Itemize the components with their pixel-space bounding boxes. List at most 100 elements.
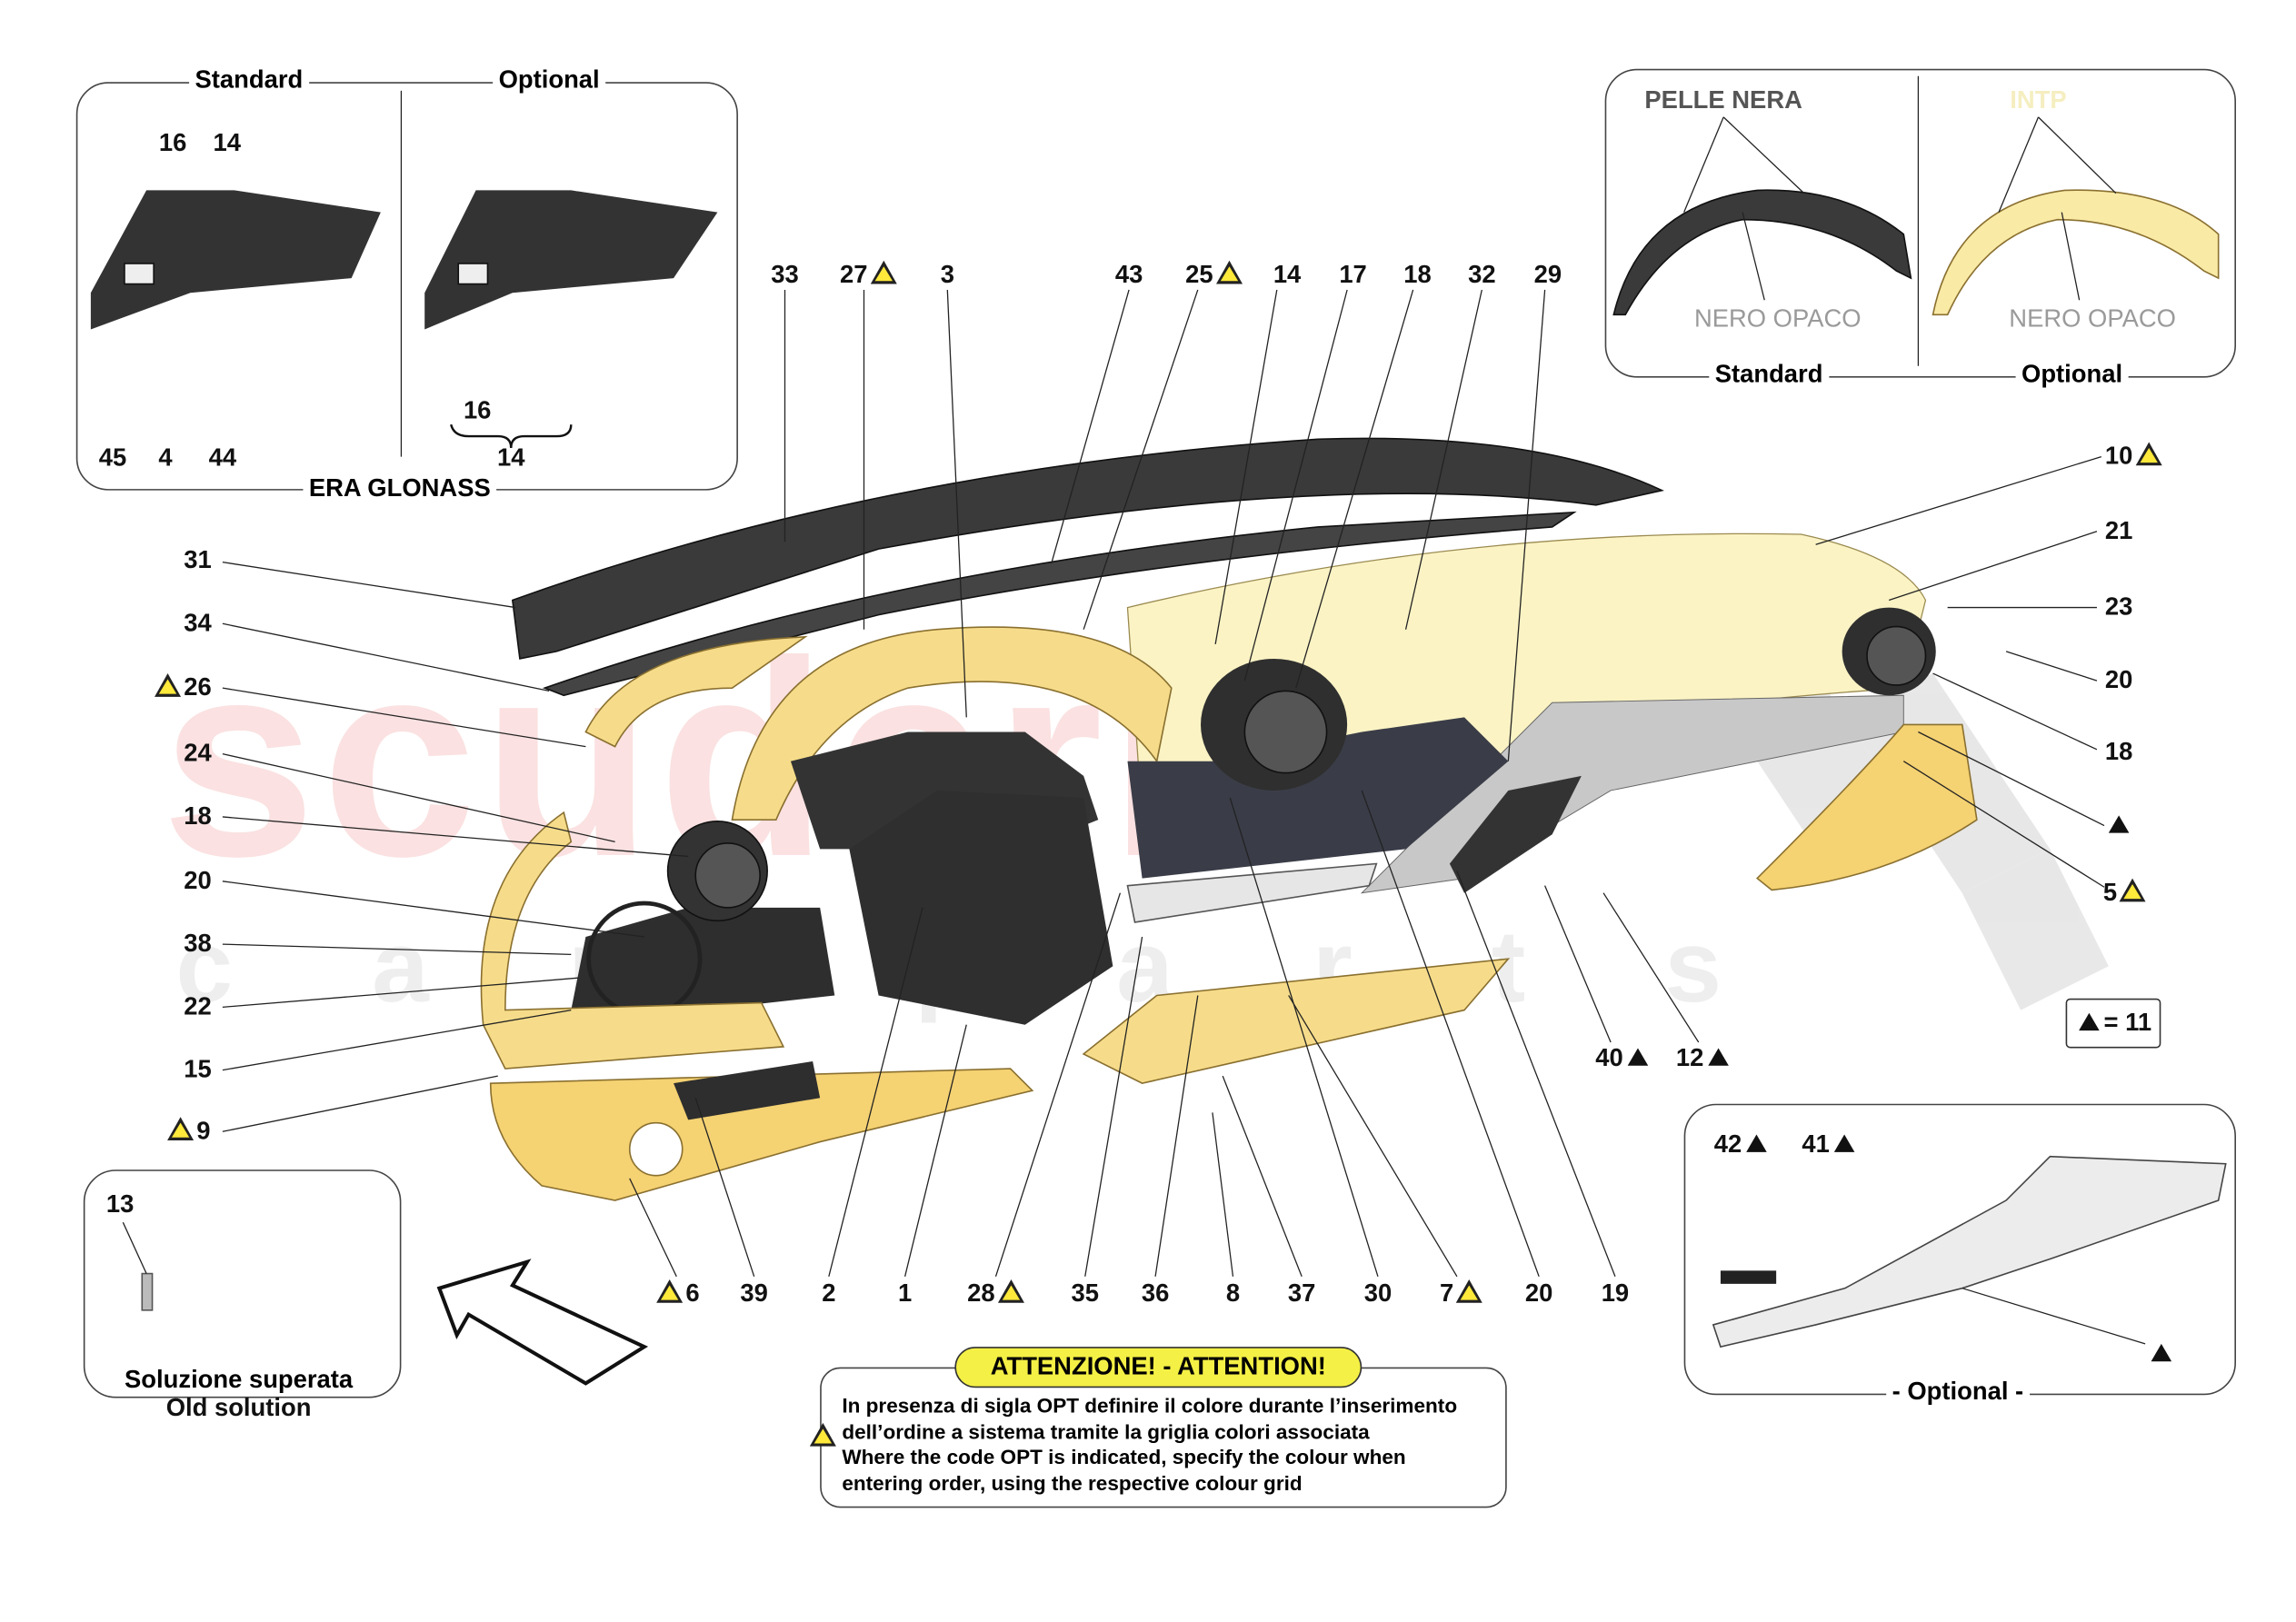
triangle-icon — [1627, 1048, 1649, 1066]
color-optional: Optional — [2015, 360, 2129, 390]
air-vent-left — [586, 820, 768, 1017]
pelle-nera-label: PELLE NERA — [1644, 86, 1802, 114]
optional-footer: - Optional - — [1886, 1377, 2030, 1408]
inset-era-footer: ERA GLONASS — [303, 473, 497, 504]
callout: 21 — [2104, 516, 2133, 545]
triangle-legend-box: = 11 — [2065, 998, 2161, 1049]
callout: 31 — [184, 545, 212, 574]
attention-line: dell’ordine a sistema tramite la griglia… — [842, 1418, 1370, 1443]
callout: 14 — [1273, 260, 1302, 289]
old-solution-it: Soluzione superata — [118, 1366, 359, 1396]
attention-line: Where the code OPT is indicated, specify… — [842, 1445, 1406, 1468]
callout: 10 — [2104, 442, 2165, 472]
callout-number: 42 — [1713, 1129, 1742, 1159]
callout: 14 — [496, 443, 525, 472]
inset-color-options — [1604, 68, 2236, 378]
era-standard-part — [90, 190, 381, 330]
front-direction-arrow-icon — [436, 1259, 649, 1386]
callout: 25 — [1185, 260, 1245, 290]
callout: 38 — [184, 929, 212, 958]
callout: 18 — [184, 801, 212, 831]
callout: 15 — [184, 1055, 212, 1084]
attention-line: entering order, using the respective col… — [842, 1470, 1303, 1495]
old-solution-en: Old solution — [165, 1393, 312, 1422]
air-vent-right — [1842, 607, 1936, 696]
callout-number: 40 — [1595, 1043, 1623, 1072]
attention-title: ATTENZIONE! - ATTENTION! — [954, 1347, 1363, 1388]
callout-number: 26 — [184, 673, 212, 702]
callout: 5 — [2103, 878, 2150, 908]
color-standard: Standard — [1709, 360, 1829, 390]
callout: 23 — [2104, 592, 2133, 622]
callout-number: 25 — [1185, 260, 1213, 289]
warning-icon — [1456, 1279, 1483, 1303]
attention-text: In presenza di sigla OPT definire il col… — [842, 1394, 1457, 1497]
triangle-icon — [1746, 1134, 1767, 1152]
callout: 20 — [184, 866, 212, 895]
callout: 32 — [1468, 260, 1496, 289]
callout-number: 28 — [967, 1279, 995, 1308]
callout: 26 — [152, 673, 212, 702]
callout-number: 12 — [1675, 1043, 1704, 1072]
callout: 18 — [2104, 737, 2133, 766]
callout: 16 — [463, 396, 492, 425]
leader-lines — [222, 289, 2105, 1278]
callout: 12 — [1676, 1044, 1733, 1073]
callout: 2 — [822, 1279, 836, 1308]
triangle-icon — [2151, 1343, 2172, 1362]
callout-number: 10 — [2104, 442, 2133, 471]
callout: 39 — [740, 1279, 768, 1308]
warning-icon — [2135, 442, 2162, 466]
callout: 33 — [771, 260, 799, 289]
warning-icon — [1215, 260, 1243, 284]
callout: 16 — [158, 128, 187, 157]
triangle-icon — [2079, 1012, 2100, 1031]
callout: 14 — [213, 128, 241, 157]
callout: 7 — [1440, 1279, 1486, 1309]
callout: 18 — [1403, 260, 1432, 289]
callout: 30 — [1363, 1279, 1393, 1308]
callout: 28 — [967, 1279, 1027, 1309]
callout: 4 — [158, 443, 173, 472]
callout-number: 41 — [1802, 1129, 1830, 1159]
callout: 1 — [897, 1279, 913, 1308]
callout-number: 9 — [196, 1117, 211, 1145]
callout: 20 — [2104, 666, 2133, 694]
callout: 37 — [1287, 1279, 1316, 1308]
callout: 29 — [1533, 260, 1562, 289]
legend-text: = 11 — [2103, 1008, 2152, 1037]
callout: 17 — [1339, 260, 1367, 289]
callout: 9 — [165, 1117, 211, 1146]
callout: 3 — [940, 260, 954, 289]
callout: 20 — [1524, 1279, 1553, 1308]
callout: 36 — [1141, 1279, 1170, 1308]
callout: 13 — [105, 1189, 135, 1219]
callout: 24 — [184, 739, 212, 768]
callout: 22 — [184, 992, 212, 1020]
nero-opaco-optional: NERO OPACO — [2009, 304, 2176, 333]
triangle-icon — [1833, 1134, 1855, 1152]
triangle-icon — [1708, 1048, 1729, 1066]
warning-icon — [2120, 878, 2147, 902]
nero-opaco-standard: NERO OPACO — [1693, 304, 1862, 333]
warning-icon — [155, 673, 182, 697]
callout: 42 — [1714, 1130, 1772, 1159]
callout: 34 — [184, 609, 212, 637]
callout: 35 — [1071, 1279, 1099, 1308]
warning-icon — [167, 1117, 195, 1140]
attention-line: In presenza di sigla OPT definire il col… — [842, 1393, 1458, 1418]
triangle-icon — [2108, 815, 2130, 833]
inset-old-solution — [83, 1169, 402, 1398]
inset-era-optional: Optional — [493, 65, 606, 95]
callout: 43 — [1114, 260, 1143, 289]
callout: 45 — [98, 443, 127, 472]
era-optional-part — [424, 190, 718, 330]
warning-icon — [870, 260, 897, 284]
callout-number: 27 — [839, 260, 868, 289]
intp-label: INTP — [2010, 86, 2067, 114]
callout: 8 — [1225, 1279, 1241, 1308]
warning-icon — [997, 1279, 1024, 1303]
callout-triangle — [2104, 811, 2133, 840]
callout: 19 — [1601, 1279, 1630, 1308]
